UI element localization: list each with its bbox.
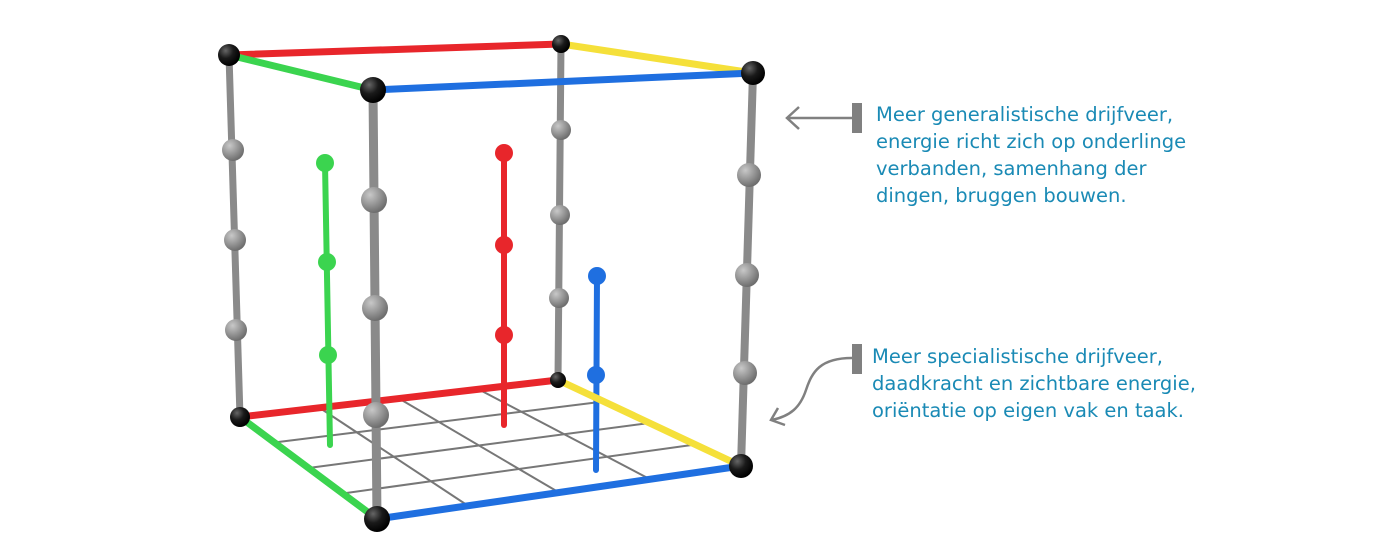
arrow-specialist	[769, 344, 862, 427]
edge-top-front-blue	[369, 69, 757, 94]
bead-grey	[222, 139, 244, 161]
annotation-line: daadkracht en zichtbare energie,	[872, 372, 1196, 395]
bead-grey	[733, 361, 757, 385]
corner-joint	[360, 77, 386, 103]
bead-grey	[551, 120, 571, 140]
bead-grey	[224, 229, 246, 251]
bead-grey	[735, 263, 759, 287]
annotation-line: energie richt zich op onderlinge	[876, 130, 1187, 153]
annotation-generalist: Meer generalistische drijfveer, energie …	[876, 101, 1186, 209]
annotation-line: oriëntatie op eigen vak en taak.	[872, 399, 1184, 422]
bead-grey	[549, 288, 569, 308]
bead-grey	[550, 205, 570, 225]
bead-blue	[587, 366, 605, 384]
corner-joint	[741, 61, 765, 85]
grid-line	[478, 388, 651, 481]
post-green	[322, 160, 333, 448]
post-top-blue	[588, 267, 606, 285]
bead-grey	[737, 163, 761, 187]
annotation-line: dingen, bruggen bouwen.	[876, 184, 1127, 207]
corner-joint	[550, 372, 566, 388]
bead-red	[495, 326, 513, 344]
annotation-specialist: Meer specialistische drijfveer, daadkrac…	[872, 343, 1196, 424]
grid-line	[398, 397, 560, 494]
edge-bottom-left-green	[236, 413, 381, 523]
corner-joint	[230, 407, 250, 427]
grid-line	[342, 443, 696, 495]
edge-bottom-right-yellow	[554, 376, 745, 470]
edge-bottom-back-red	[236, 376, 562, 421]
bead-green	[319, 346, 337, 364]
corner-joint	[552, 35, 570, 53]
bead-red	[495, 236, 513, 254]
edge-top-left-green	[225, 51, 377, 94]
corner-joint	[364, 506, 390, 532]
corner-joint	[218, 44, 240, 66]
corner-joint	[729, 454, 753, 478]
bead-grey	[362, 295, 388, 321]
annotation-line: Meer generalistische drijfveer,	[876, 103, 1174, 126]
edge-bottom-front-blue	[373, 462, 745, 523]
floor-grid	[274, 388, 696, 507]
annotation-arrows	[769, 103, 862, 427]
edge-top-right-yellow	[557, 40, 757, 77]
bead-grey	[361, 187, 387, 213]
bead-green	[318, 253, 336, 271]
annotation-line: Meer specialistische drijfveer,	[872, 345, 1163, 368]
arrow-generalist	[785, 103, 862, 133]
edge-top-back-red	[225, 40, 565, 59]
bead-grey	[363, 402, 389, 428]
post-top-red	[495, 144, 513, 162]
annotation-line: verbanden, samenhang der	[876, 157, 1147, 180]
bead-grey	[225, 319, 247, 341]
post-top-green	[316, 154, 334, 172]
cube-rods	[218, 35, 765, 532]
